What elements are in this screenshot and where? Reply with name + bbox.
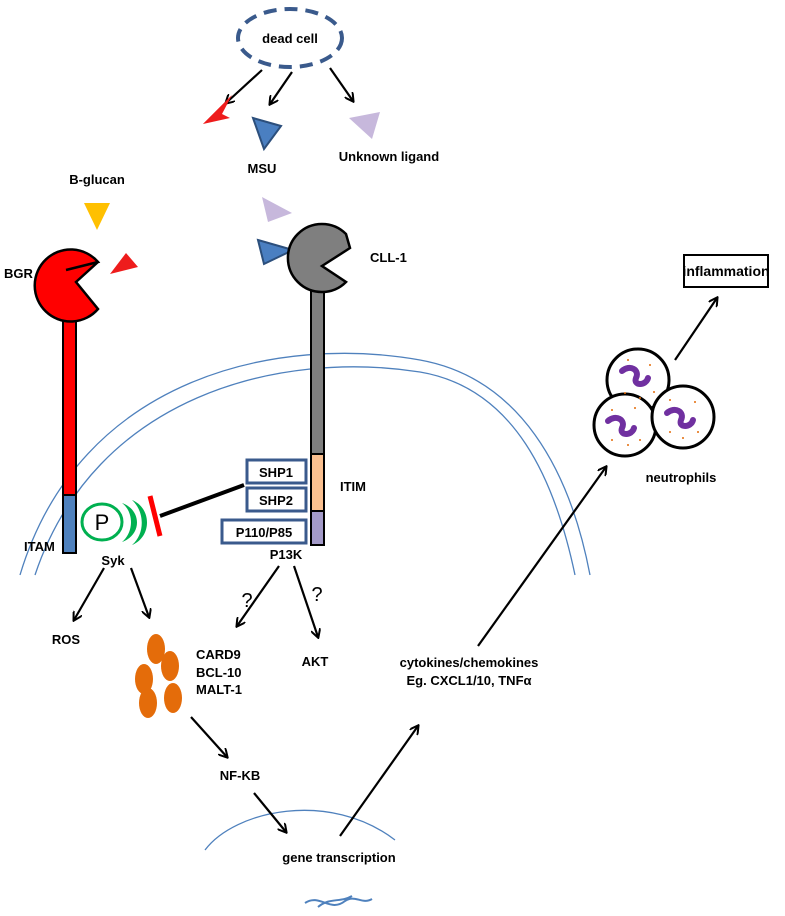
nfkb-label: NF-KB [220, 768, 260, 783]
card9-complex-icon [135, 634, 182, 718]
neutrophil-icon [592, 347, 716, 458]
arrow-syk-card9 [129, 567, 149, 617]
red-ligand-bgr-icon [110, 253, 138, 274]
p110-p85-box [220, 518, 308, 545]
gene-transcription-label: gene transcription [282, 850, 395, 865]
arrow-neutrophils-inflammation [674, 298, 717, 361]
dead-cell-label: dead cell [262, 31, 318, 46]
shp2-label: SHP2 [259, 493, 293, 508]
cytokines-label: cytokines/chemokines [400, 655, 539, 670]
msu-label: MSU [248, 161, 277, 176]
arrow-deadcell-msu [270, 71, 293, 104]
cll1-receptor-icon [286, 222, 352, 546]
arrow-deadcell-unknown [329, 67, 353, 101]
unknown-ligand-cll1-icon [262, 197, 292, 222]
msu-cll1-icon [256, 238, 296, 266]
bgr-label: BGR [4, 266, 34, 281]
arrow-p13k-card9 [237, 565, 280, 626]
card9-label: CARD9 [196, 647, 241, 662]
arrow-p13k-akt [292, 565, 318, 637]
dna-icon [304, 895, 373, 908]
arrow-transcription-cytokines [339, 726, 418, 837]
itim-label: ITIM [340, 479, 366, 494]
inhibition-bar [147, 495, 163, 537]
shp2-box [245, 486, 308, 513]
unknown-ligand-icon [349, 112, 380, 139]
arrow-card9-nfkb [190, 716, 227, 757]
shp1-box [245, 458, 308, 485]
itam-label: ITAM [24, 539, 55, 554]
msu-crystal-icon [251, 116, 283, 152]
b-glucan-icon [84, 203, 110, 230]
p13k-label: P13K [270, 547, 303, 562]
question-mark-2: ? [311, 584, 322, 606]
arrow-nfkb-transcription [253, 792, 286, 832]
cell-membrane [19, 352, 591, 576]
arrow-deadcell-red [226, 69, 263, 103]
phosphate-icon [80, 502, 124, 542]
cll1-label: CLL-1 [370, 250, 407, 265]
malt1-label: MALT-1 [196, 682, 242, 697]
nucleus-membrane [204, 809, 396, 851]
neutrophils-label: neutrophils [646, 470, 717, 485]
inhibition-line [159, 483, 245, 518]
akt-label: AKT [302, 654, 329, 669]
b-glucan-label: B-glucan [69, 172, 125, 187]
shp1-label: SHP1 [259, 465, 293, 480]
cytokines-example-label: Eg. CXCL1/10, TNFα [406, 673, 531, 688]
dead-cell-icon [236, 7, 344, 69]
p110-p85-label: P110/P85 [236, 525, 292, 540]
arrow-syk-ros [74, 567, 105, 620]
inflammation-label: inflammation [682, 263, 769, 279]
syk-icon-2 [132, 500, 147, 545]
ros-label: ROS [52, 632, 81, 647]
inflammation-box [683, 254, 769, 288]
arrow-cytokines-neutrophils [477, 467, 606, 647]
bgr-receptor-icon [33, 248, 101, 554]
unknown-ligand-label: Unknown ligand [339, 149, 439, 164]
syk-icon [122, 503, 137, 542]
syk-label: Syk [101, 553, 125, 568]
question-mark-1: ? [241, 590, 252, 612]
phosphate-label: P [95, 510, 110, 535]
bcl10-label: BCL-10 [196, 665, 242, 680]
red-ligand-shape [203, 95, 232, 124]
